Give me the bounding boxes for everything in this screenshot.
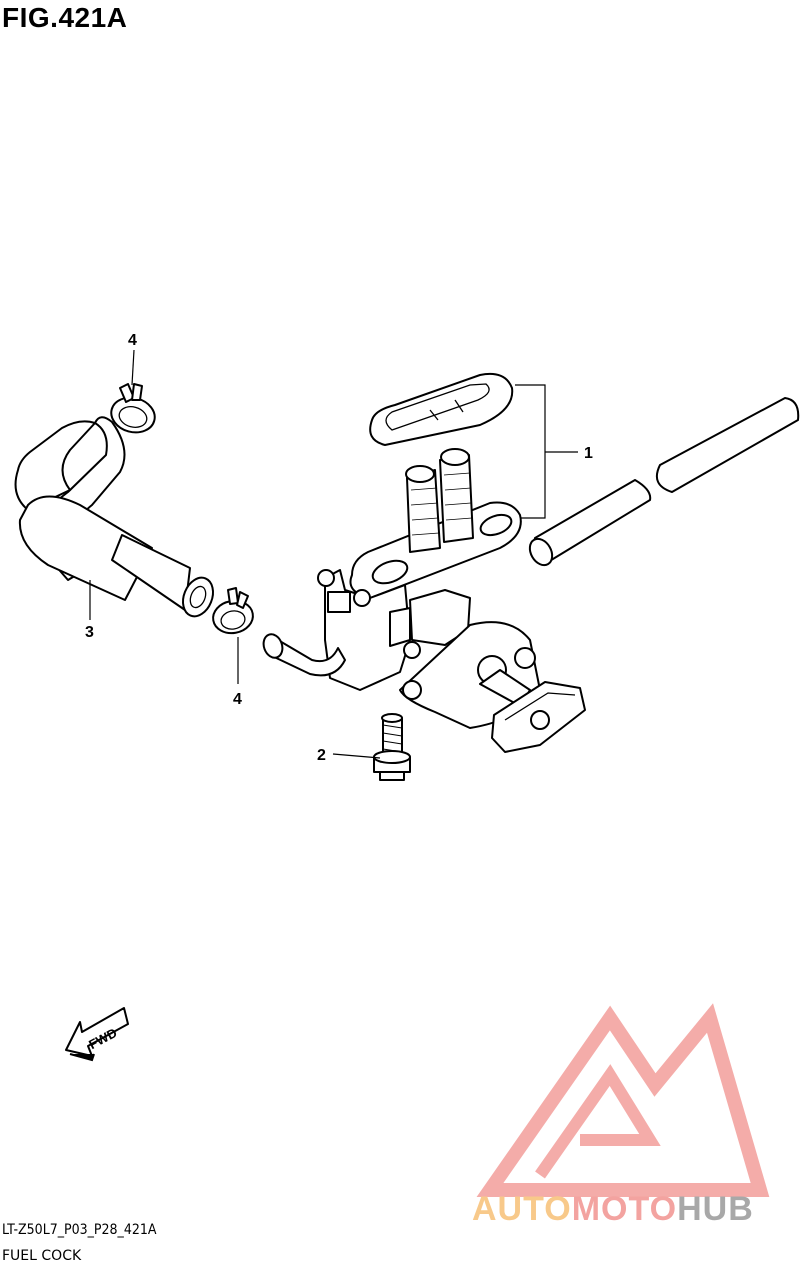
watermark-moto: MOTO — [571, 1190, 678, 1228]
leader-2 — [332, 753, 381, 759]
leader-4a — [131, 349, 135, 386]
gasket-part-1[interactable] — [369, 372, 514, 446]
callout-3: 3 — [85, 624, 94, 641]
screw-part-2[interactable] — [373, 713, 411, 781]
callout-1: 1 — [584, 445, 593, 462]
callout-4b: 4 — [233, 691, 242, 708]
watermark-text: AUTOMOTOHUB — [472, 1190, 754, 1229]
fuel-hose-part-3[interactable] — [14, 416, 219, 621]
callout-2: 2 — [317, 747, 326, 764]
fuel-cock-part-1[interactable] — [260, 448, 586, 753]
watermark-hub: HUB — [677, 1190, 754, 1228]
hose-clamp-part-4-lower[interactable] — [211, 587, 256, 636]
figure-description: FUEL COCK — [2, 1248, 82, 1264]
figure-title: FIG.421A — [2, 2, 128, 33]
watermark-auto: AUTO — [472, 1190, 572, 1228]
hose-clamp-part-4-upper[interactable] — [107, 383, 158, 437]
fwd-arrow-icon: FWD — [65, 1007, 129, 1062]
callout-4a: 4 — [128, 332, 137, 349]
straight-fuel-hose[interactable] — [525, 397, 800, 569]
watermark-logo — [476, 1003, 770, 1197]
bracket-leader-1 — [515, 384, 546, 519]
figure-code: LT-Z50L7_P03_P28_421A — [2, 1222, 157, 1238]
